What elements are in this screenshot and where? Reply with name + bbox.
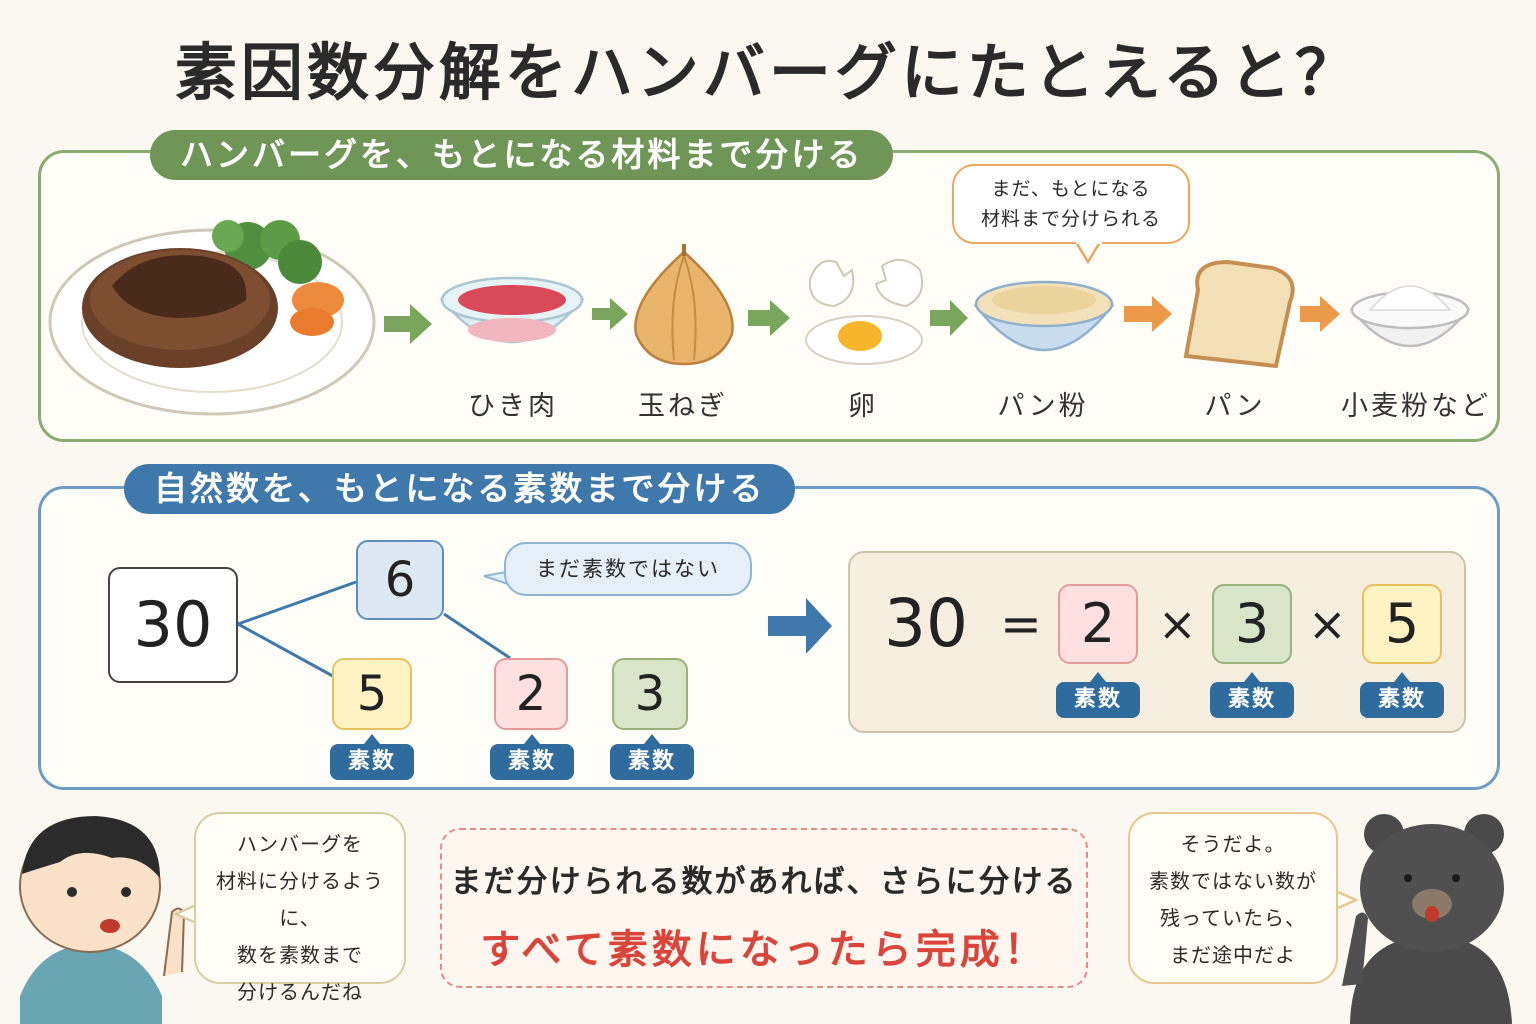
bear-speech-bubble: そうだよ。 素数ではない数が 残っていたら、 まだ途中だよ <box>1128 812 1338 984</box>
equation-lhs: 30 <box>884 585 968 662</box>
boy-speech-line: 数を素数まで <box>237 943 363 967</box>
bear-icon <box>1342 814 1512 1024</box>
food-note-line-2: 材料まで分けられる <box>980 208 1161 230</box>
prime-tag: 素数 <box>1210 672 1294 718</box>
factor-tree-lines <box>237 571 832 682</box>
arrow-icon <box>1124 296 1172 332</box>
food-note-bubble: まだ、もとになる 材料まで分けられる <box>952 164 1190 244</box>
onion-icon <box>634 244 734 366</box>
food-illustrations <box>48 220 1471 416</box>
note-bubble-tail <box>483 571 509 585</box>
arrow-icon <box>592 298 628 330</box>
factor-2: 2 <box>1058 584 1138 664</box>
flour-icon <box>1349 285 1471 348</box>
food-label-egg: 卵 <box>848 391 878 422</box>
bread-crumbs-icon <box>973 280 1115 352</box>
bear-speech-line: まだ途中だよ <box>1170 943 1296 967</box>
boy-bubble-tail <box>172 904 195 924</box>
arrow-icon <box>384 304 432 344</box>
food-label-minced-meat: ひき肉 <box>468 391 558 422</box>
prime-tag: 素数 <box>610 734 694 780</box>
food-section-heading: ハンバーグを、もとになる材料まで分ける <box>150 130 894 180</box>
food-label-bread-crumbs: パン粉 <box>997 391 1089 422</box>
food-label-onion: 玉ねぎ <box>638 391 728 422</box>
number-section-heading: 自然数を、もとになる素数まで分ける <box>124 464 796 514</box>
egg-icon <box>805 259 924 365</box>
boy-speech-line: 材料に分けるように、 <box>216 869 384 930</box>
summary-line-1: まだ分けられる数があれば、さらに分ける <box>450 864 1078 900</box>
leaf-number-2: 2 <box>494 658 568 730</box>
boy-icon <box>19 816 186 1024</box>
arrow-icon <box>930 300 968 336</box>
branch-number: 6 <box>356 540 444 620</box>
boy-speech-bubble: ハンバーグを 材料に分けるように、 数を素数まで 分けるんだね <box>194 812 406 1004</box>
arrow-icon <box>748 300 790 336</box>
equation-times-2: × <box>1308 597 1347 651</box>
bubble-tail <box>1074 241 1102 265</box>
factor-5: 5 <box>1362 584 1442 664</box>
prime-tag: 素数 <box>490 734 574 780</box>
leaf-number-3: 3 <box>612 658 688 730</box>
food-label-bread: パン <box>1204 391 1266 422</box>
characters <box>19 814 1512 1024</box>
equation-times-1: × <box>1158 597 1197 651</box>
food-note-line-1: まだ、もとになる <box>991 178 1151 200</box>
arrow-icon <box>1300 296 1340 332</box>
boy-speech-line: ハンバーグを <box>237 832 363 856</box>
prime-tag: 素数 <box>330 734 414 780</box>
leaf-number-5: 5 <box>332 658 412 730</box>
boy-speech-line: 分けるんだね <box>237 980 363 1004</box>
page-title: 素因数分解をハンバーグにたとえると？ <box>174 36 1362 109</box>
hamburger-plate-icon <box>48 220 376 416</box>
root-number: 30 <box>108 567 238 683</box>
bread-icon <box>1183 259 1295 369</box>
bear-speech-line: そうだよ。 <box>1180 832 1286 856</box>
arrow-icon <box>768 598 832 654</box>
prime-tag: 素数 <box>1360 672 1444 718</box>
food-label-flour: 小麦粉など <box>1341 391 1491 422</box>
minced-meat-icon <box>439 276 585 344</box>
bear-bubble-tail <box>1337 890 1360 910</box>
bear-speech-line: 残っていたら、 <box>1160 906 1306 930</box>
equation-equals: = <box>1000 595 1042 653</box>
summary-box: まだ分けられる数があれば、さらに分ける すべて素数になったら完成！ <box>440 828 1088 988</box>
prime-tag: 素数 <box>1056 672 1140 718</box>
not-prime-note: まだ素数ではない <box>504 542 752 596</box>
summary-line-2: すべて素数になったら完成！ <box>480 927 1048 973</box>
bear-speech-line: 素数ではない数が <box>1149 869 1317 893</box>
factor-3: 3 <box>1212 584 1292 664</box>
